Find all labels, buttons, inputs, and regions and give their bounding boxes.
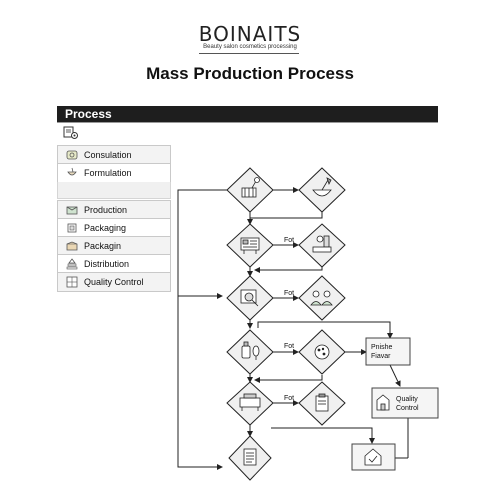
box-icon xyxy=(66,241,78,250)
house-icon xyxy=(376,394,390,411)
step-filling-machine[interactable] xyxy=(226,381,274,426)
bottle-dropper-icon xyxy=(241,341,260,360)
quality-control-box[interactable]: Quality Control xyxy=(371,387,439,419)
mortar-bowl-icon xyxy=(312,177,332,197)
document-icon xyxy=(243,448,257,466)
qc-box-line2: Control xyxy=(396,405,419,412)
right-return-2 xyxy=(254,266,323,273)
row-label: Fot xyxy=(284,395,294,402)
filling-machine-icon xyxy=(239,393,261,411)
brand-logo: BOINAITS xyxy=(198,22,302,46)
right-return-1 xyxy=(250,212,323,219)
inspection-icon xyxy=(240,289,259,307)
sidebar-item-label: Packagin xyxy=(84,240,122,251)
doc-to-box xyxy=(271,427,375,444)
finish-box-line1: Pnishe xyxy=(371,344,393,351)
clipboard-icon xyxy=(315,393,329,412)
sidebar-item-label: Packaging xyxy=(84,222,127,233)
sidebar-item-packagin[interactable]: Packagin xyxy=(58,237,170,255)
qc-box-line1: Quality xyxy=(396,396,418,403)
sidebar-group-stages: Production Packaging Packagin Distributi… xyxy=(57,200,171,292)
mixer-icon xyxy=(241,177,260,198)
feed-line xyxy=(177,189,230,470)
tagline-divider xyxy=(199,53,299,54)
team-icon xyxy=(310,290,333,306)
lab-panel-icon xyxy=(240,237,260,254)
finish-to-qc xyxy=(389,364,401,387)
packaging-icon xyxy=(67,223,77,232)
sidebar-item-label: Consulation xyxy=(84,149,132,160)
sidebar-item-label: Formulation xyxy=(84,168,132,178)
sidebar-item-production[interactable]: Production xyxy=(58,201,170,219)
sidebar-group-primary: Consulation Formulation xyxy=(57,145,171,183)
quality-control-icon xyxy=(66,276,78,288)
sidebar-item-distribution[interactable]: Distribution xyxy=(58,255,170,273)
microscope-icon xyxy=(312,235,332,253)
row-label: Fot xyxy=(284,343,294,350)
petri-dish-icon xyxy=(314,344,330,360)
step-document[interactable] xyxy=(228,435,272,481)
page-title: Mass Production Process xyxy=(146,64,354,83)
step-clipboard[interactable] xyxy=(298,381,346,426)
step-mixer[interactable] xyxy=(226,167,274,213)
row-label: Fot xyxy=(284,237,294,244)
step-microscope[interactable] xyxy=(298,223,346,268)
distribution-icon xyxy=(66,257,78,269)
sidebar-item-quality-control[interactable]: Quality Control xyxy=(58,273,170,291)
sidebar-spacer xyxy=(57,182,171,199)
step-mortar-bowl[interactable] xyxy=(298,167,346,213)
sidebar-item-label: Distribution xyxy=(84,258,130,269)
row-label: Fot xyxy=(284,290,294,297)
step-inspection[interactable] xyxy=(226,275,274,321)
step-lab-panel[interactable] xyxy=(226,223,274,268)
loop-line xyxy=(257,321,393,339)
sidebar-item-consultation[interactable]: Consulation xyxy=(58,146,170,164)
finish-box[interactable]: Pnishe Fiavar xyxy=(365,337,411,366)
sidebar-item-packaging[interactable]: Packaging xyxy=(58,219,170,237)
process-header-bar: Process xyxy=(57,106,438,122)
house-check-icon xyxy=(364,448,382,466)
step-petri-dish[interactable] xyxy=(298,329,346,375)
formulation-icon xyxy=(67,167,77,176)
step-team[interactable] xyxy=(298,275,346,321)
production-icon xyxy=(66,206,78,214)
finish-box-line2: Fiavar xyxy=(371,353,391,360)
brand-tagline: Beauty salon cosmetics processing xyxy=(203,44,297,50)
flow-connectors xyxy=(177,187,409,470)
sidebar-item-formulation[interactable]: Formulation xyxy=(58,164,170,182)
bottom-icon-box[interactable] xyxy=(351,443,396,471)
sidebar-item-label: Production xyxy=(84,204,128,215)
header-divider xyxy=(57,122,438,123)
sidebar-item-label: Quality Control xyxy=(84,277,144,287)
step-bottle-dropper[interactable] xyxy=(226,329,274,375)
consultation-icon xyxy=(66,150,78,159)
right-return-4 xyxy=(254,375,323,383)
process-settings-icon[interactable] xyxy=(63,126,79,140)
